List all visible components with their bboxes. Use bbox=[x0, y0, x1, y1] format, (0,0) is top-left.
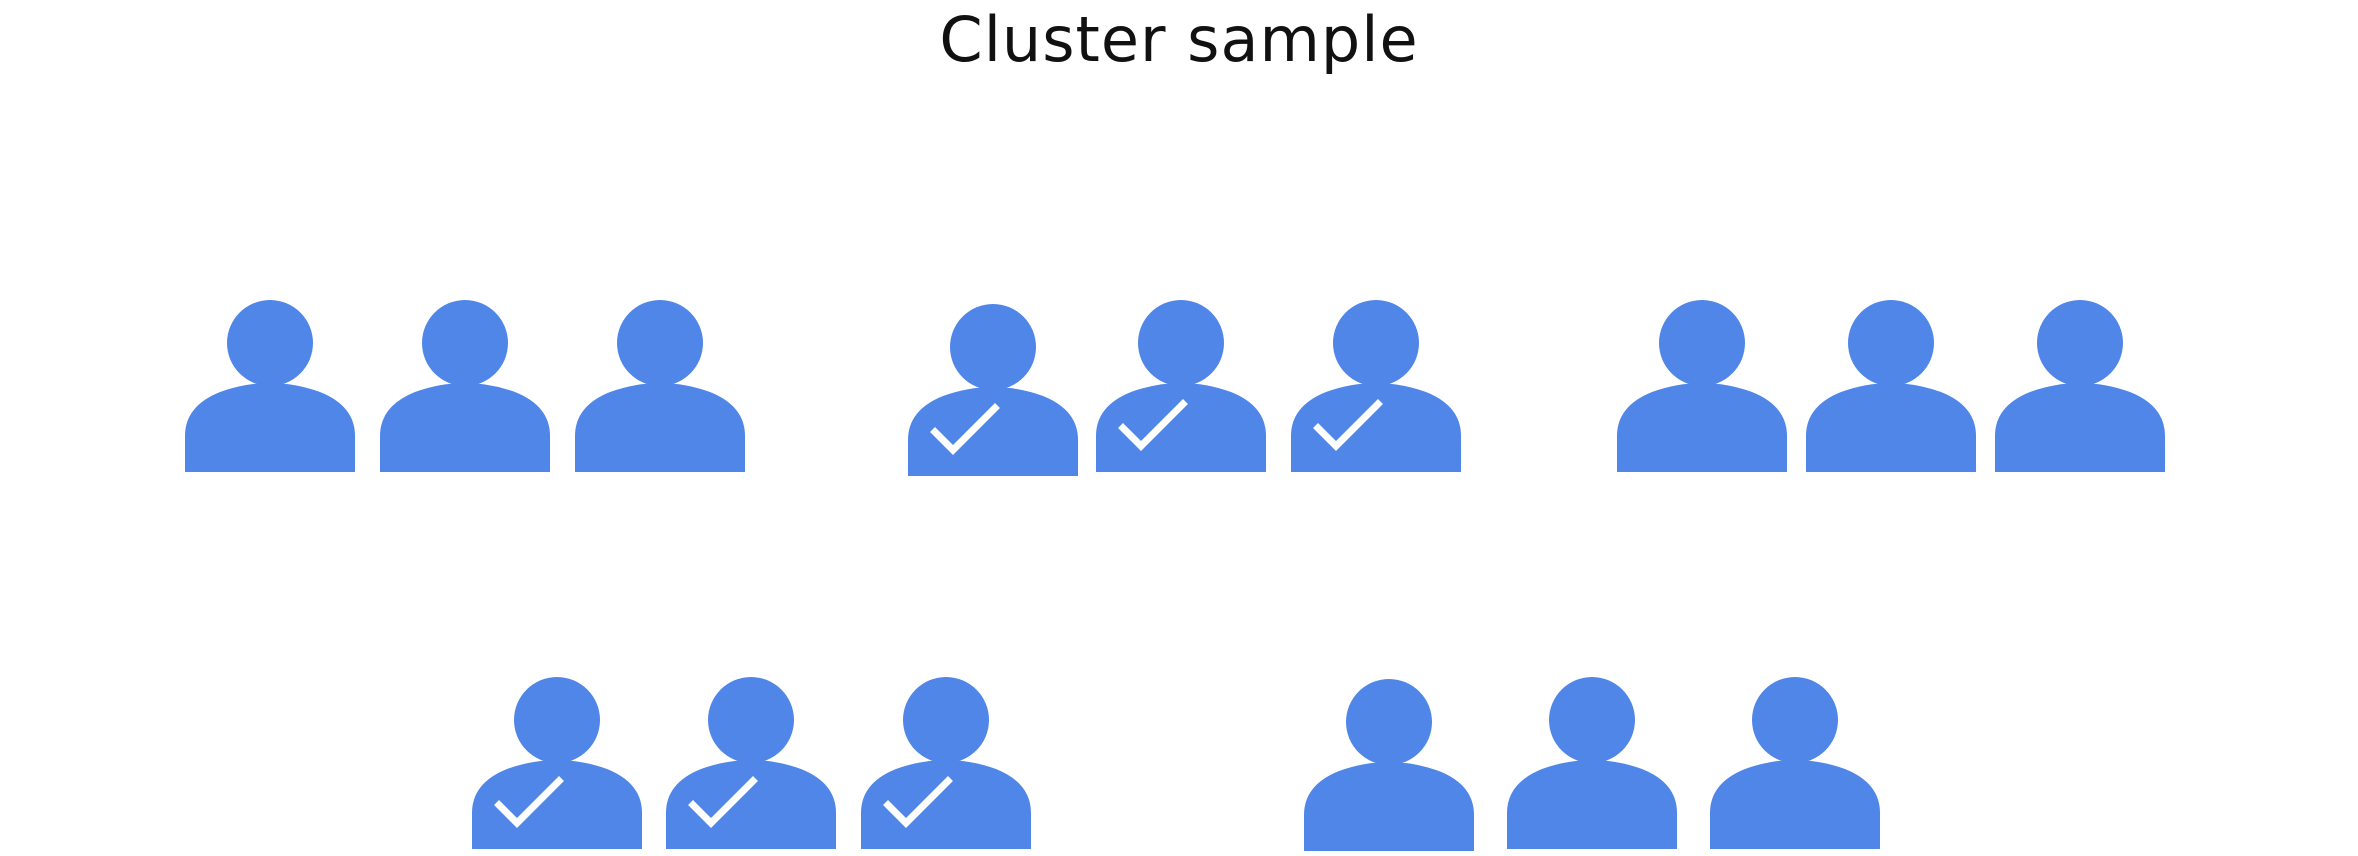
person-icon bbox=[1806, 300, 1976, 472]
person-icon bbox=[1617, 300, 1787, 472]
person-icon bbox=[908, 304, 1078, 476]
person-icon bbox=[1710, 677, 1880, 849]
person-icon bbox=[1096, 300, 1266, 472]
checkmark-icon bbox=[930, 403, 1000, 455]
cluster-group-3 bbox=[1617, 300, 2165, 472]
cluster-group-4 bbox=[472, 677, 1031, 849]
diagram-title: Cluster sample bbox=[939, 3, 1419, 76]
person-icon bbox=[1995, 300, 2165, 472]
checkmark-icon bbox=[1313, 399, 1383, 451]
person-icon bbox=[861, 677, 1031, 849]
person-icon bbox=[472, 677, 642, 849]
person-icon bbox=[1304, 679, 1474, 851]
person-icon bbox=[575, 300, 745, 472]
cluster-group-2 bbox=[908, 300, 1461, 476]
checkmark-icon bbox=[1118, 399, 1188, 451]
checkmark-icon bbox=[494, 776, 564, 828]
person-icon bbox=[185, 300, 355, 472]
person-icon bbox=[1507, 677, 1677, 849]
checkmark-icon bbox=[883, 776, 953, 828]
person-icon bbox=[1291, 300, 1461, 472]
person-icon bbox=[666, 677, 836, 849]
cluster-group-1 bbox=[185, 300, 745, 472]
checkmark-icon bbox=[688, 776, 758, 828]
person-icon bbox=[380, 300, 550, 472]
cluster-group-5 bbox=[1304, 677, 1880, 851]
